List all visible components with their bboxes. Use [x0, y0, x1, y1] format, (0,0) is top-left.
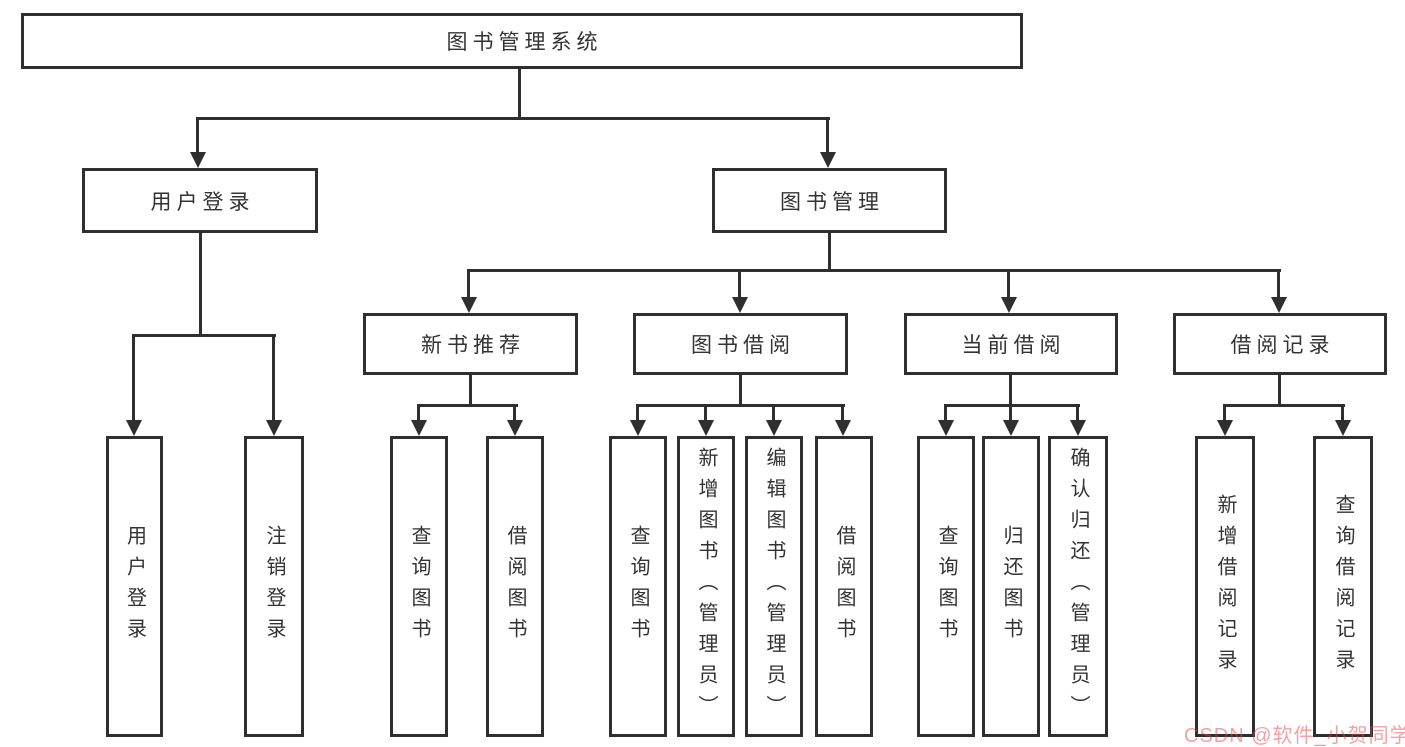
connector-arrow-down — [126, 334, 142, 436]
connector-hline — [637, 404, 845, 407]
node-root-label: 图书管理系统 — [446, 31, 603, 54]
connector-hline — [468, 269, 1281, 272]
node-current-borrow: 当前借阅 — [904, 313, 1118, 375]
leaf-edit-book-admin-label: 编辑图书（管理员） — [763, 447, 785, 726]
leaf-add-book-admin: 新增图书（管理员） — [677, 436, 735, 737]
leaf-query-books-current-label: 查询图书 — [935, 524, 957, 649]
connector-arrow-down — [938, 404, 954, 436]
leaf-query-books-recommend-label: 查询图书 — [408, 524, 430, 649]
connector-arrow-down — [411, 404, 427, 436]
node-current-borrow-label: 当前借阅 — [961, 334, 1066, 357]
leaf-query-books-recommend: 查询图书 — [390, 436, 448, 737]
connector-hline — [945, 404, 1080, 407]
node-new-book-recommend-label: 新书推荐 — [421, 334, 525, 357]
leaf-query-books-borrow-label: 查询图书 — [627, 524, 649, 649]
leaf-borrow-books: 借阅图书 — [815, 436, 873, 737]
leaf-borrow-books-recommend-label: 借阅图书 — [504, 524, 526, 649]
connector-arrow-down — [630, 404, 646, 436]
leaf-borrow-books-label: 借阅图书 — [833, 524, 855, 649]
connector-hline — [1224, 404, 1345, 407]
leaf-query-borrow-record-label: 查询借阅记录 — [1332, 493, 1354, 680]
connector-hline — [133, 334, 276, 337]
connector-hline — [197, 117, 830, 120]
leaf-query-books-borrow: 查询图书 — [609, 436, 667, 737]
connector-arrow-down — [190, 117, 206, 168]
connector-vline — [1008, 372, 1012, 407]
connector-arrow-down — [266, 334, 282, 436]
connector-vline — [827, 230, 831, 272]
connector-arrow-down — [507, 404, 523, 436]
connector-vline — [1277, 372, 1281, 407]
connector-arrow-down — [1335, 404, 1351, 436]
leaf-return-books-label: 归还图书 — [1000, 524, 1022, 649]
node-borrow-records-label: 借阅记录 — [1230, 334, 1335, 357]
connector-arrow-down — [1070, 404, 1086, 436]
node-root: 图书管理系统 — [21, 13, 1023, 69]
node-book-management: 图书管理 — [712, 168, 947, 233]
connector-arrow-down — [1217, 404, 1233, 436]
node-user-login-label: 用户登录 — [150, 190, 255, 214]
node-book-borrow: 图书借阅 — [633, 313, 848, 375]
connector-vline — [198, 230, 202, 336]
node-new-book-recommend: 新书推荐 — [363, 313, 578, 375]
leaf-confirm-return-admin: 确认归还（管理员） — [1048, 436, 1108, 737]
node-book-management-label: 图书管理 — [780, 190, 884, 214]
connector-arrow-down — [820, 117, 836, 168]
connector-arrow-down — [766, 404, 782, 436]
connector-vline — [468, 372, 472, 407]
leaf-logout: 注销登录 — [244, 436, 304, 737]
connector-arrow-down — [732, 269, 748, 313]
leaf-add-borrow-record: 新增借阅记录 — [1195, 436, 1255, 737]
leaf-add-book-admin-label: 新增图书（管理员） — [695, 447, 717, 726]
connector-vline — [738, 372, 742, 407]
connector-arrow-down — [461, 269, 477, 313]
connector-arrow-down — [1003, 404, 1019, 436]
connector-arrow-down — [835, 404, 851, 436]
connector-arrow-down — [698, 404, 714, 436]
leaf-query-borrow-record: 查询借阅记录 — [1313, 436, 1373, 737]
connector-hline — [418, 404, 518, 407]
connector-arrow-down — [1271, 269, 1287, 313]
leaf-add-borrow-record-label: 新增借阅记录 — [1214, 493, 1236, 680]
node-user-login: 用户登录 — [82, 168, 318, 233]
csdn-watermark: CSDN @软件_小贺同学 — [1184, 725, 1405, 747]
connector-vline — [517, 69, 521, 119]
node-book-borrow-label: 图书借阅 — [691, 334, 795, 357]
leaf-edit-book-admin: 编辑图书（管理员） — [745, 436, 803, 737]
connector-arrow-down — [1001, 269, 1017, 313]
leaf-user-login-label: 用户登录 — [123, 524, 146, 649]
leaf-user-login: 用户登录 — [106, 436, 163, 737]
leaf-return-books: 归还图书 — [982, 436, 1040, 737]
node-borrow-records: 借阅记录 — [1173, 313, 1387, 375]
leaf-logout-label: 注销登录 — [263, 524, 285, 649]
leaf-query-books-current: 查询图书 — [917, 436, 975, 737]
leaf-confirm-return-admin-label: 确认归还（管理员） — [1067, 447, 1089, 726]
leaf-borrow-books-recommend: 借阅图书 — [486, 436, 544, 737]
